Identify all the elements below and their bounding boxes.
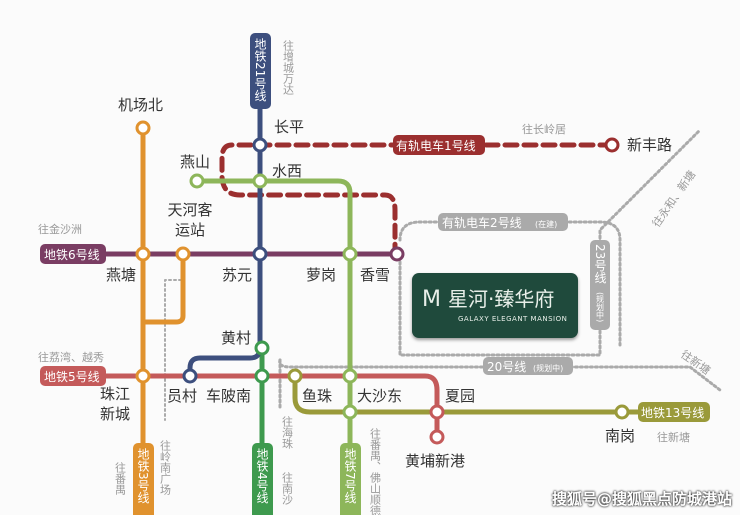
project-logo[interactable]: M 星河·臻华府 GALAXY ELEGANT MANSION — [412, 273, 578, 338]
dir-l4: 往南沙 — [281, 471, 294, 505]
name-chebeinan: 车陂南 — [206, 387, 251, 405]
name-nangang: 南岗 — [605, 427, 635, 445]
dir-l13: 往新塘 — [657, 430, 690, 444]
name-jichangbei: 机场北 — [118, 96, 163, 114]
station-huangpu[interactable] — [429, 429, 445, 445]
name-xiayuan: 夏园 — [445, 387, 475, 405]
station-yanshan[interactable] — [189, 173, 205, 189]
label-tram1: 有轨电车1号线 — [396, 138, 476, 153]
name-suyuan: 苏元 — [222, 266, 252, 284]
dir-lingnan: 往岭南广场 — [159, 439, 172, 496]
station-xinfeng[interactable] — [604, 137, 620, 153]
line-tram1 — [219, 142, 615, 253]
label-l7: 地铁7号线 — [343, 448, 357, 504]
name-xiangxue: 香雪 — [360, 266, 390, 284]
label-tram2-note: (在建) — [535, 219, 557, 229]
dir-tram1: 往长岭居 — [522, 122, 566, 136]
label-l21: 地铁21号线 — [253, 38, 267, 102]
dir-l5: 往荔湾、越秀 — [38, 350, 104, 364]
name-huangpu: 黄埔新港 — [405, 452, 465, 470]
name-luogang: 萝岗 — [306, 266, 336, 284]
project-mark: M — [422, 287, 441, 312]
line-tram2 — [398, 128, 702, 357]
dir-l3: 往番禺 — [114, 461, 127, 495]
name-tianhe: 天河客运站 — [167, 201, 213, 239]
line-7 — [194, 178, 353, 515]
station-jichangbei[interactable] — [135, 120, 151, 136]
station-xiayuan[interactable] — [429, 404, 445, 420]
name-changping: 长平 — [274, 118, 304, 136]
name-yuancun: 员村 — [167, 387, 197, 405]
name-dashadong: 大沙东 — [357, 387, 402, 405]
label-l3: 地铁3号线 — [136, 448, 150, 504]
label-l23: 23号线 — [593, 244, 607, 283]
line-tram2-top — [398, 220, 622, 347]
station-nangang[interactable] — [614, 404, 630, 420]
station-huangcun[interactable] — [254, 340, 270, 356]
dir-l7: 往番禺、佛山顺德 — [369, 427, 382, 515]
station-yantang[interactable] — [135, 246, 151, 262]
station-suyuan[interactable] — [252, 246, 268, 262]
station-xiangxue[interactable] — [389, 246, 405, 262]
name-zhujiang: 珠江新城 — [100, 385, 131, 423]
line-5 — [57, 373, 440, 435]
station-dashadong[interactable] — [342, 368, 358, 384]
station-tianhe[interactable] — [175, 246, 191, 262]
station-zhujiang[interactable] — [135, 368, 151, 384]
label-l5: 地铁5号线 — [44, 370, 100, 384]
dir-l23: 往永和、新塘 — [649, 168, 698, 230]
label-tram2: 有轨电车2号线 — [442, 215, 522, 230]
name-yantang: 燕塘 — [106, 266, 136, 284]
station-yuzhu[interactable] — [287, 368, 303, 384]
project-name: 星河·臻华府 — [448, 287, 555, 311]
station-shuixi[interactable] — [252, 173, 268, 189]
station-dashadong-13[interactable] — [342, 404, 358, 420]
station-luogang[interactable] — [342, 246, 358, 262]
label-l23-note: (规划中) — [596, 292, 605, 322]
label-l20-note: (规划中) — [533, 363, 563, 373]
name-yanshan: 燕山 — [180, 153, 210, 171]
name-xinfeng: 新丰路 — [627, 136, 672, 154]
dir-l6: 往金沙洲 — [38, 222, 82, 236]
dir-haizhu: 往海珠 — [281, 415, 294, 450]
name-yuzhu: 鱼珠 — [302, 387, 332, 405]
line-3-branch — [140, 251, 186, 325]
label-l6: 地铁6号线 — [44, 248, 100, 262]
station-changping[interactable] — [252, 137, 268, 153]
label-l20: 20号线 — [487, 360, 526, 374]
label-l13: 地铁13号线 — [641, 406, 704, 420]
dir-l21: 往增城万达 — [282, 39, 295, 95]
station-yuancun[interactable] — [182, 368, 198, 384]
project-en-name: GALAXY ELEGANT MANSION — [458, 315, 568, 323]
line-13 — [292, 373, 643, 415]
name-shuixi: 水西 — [272, 162, 302, 180]
name-huangcun: 黄村 — [221, 329, 251, 347]
watermark: 搜狐号@搜狐黑点防城港站 — [551, 490, 732, 508]
label-l4: 地铁4号线 — [255, 448, 269, 504]
station-chebeinan[interactable] — [254, 368, 270, 384]
